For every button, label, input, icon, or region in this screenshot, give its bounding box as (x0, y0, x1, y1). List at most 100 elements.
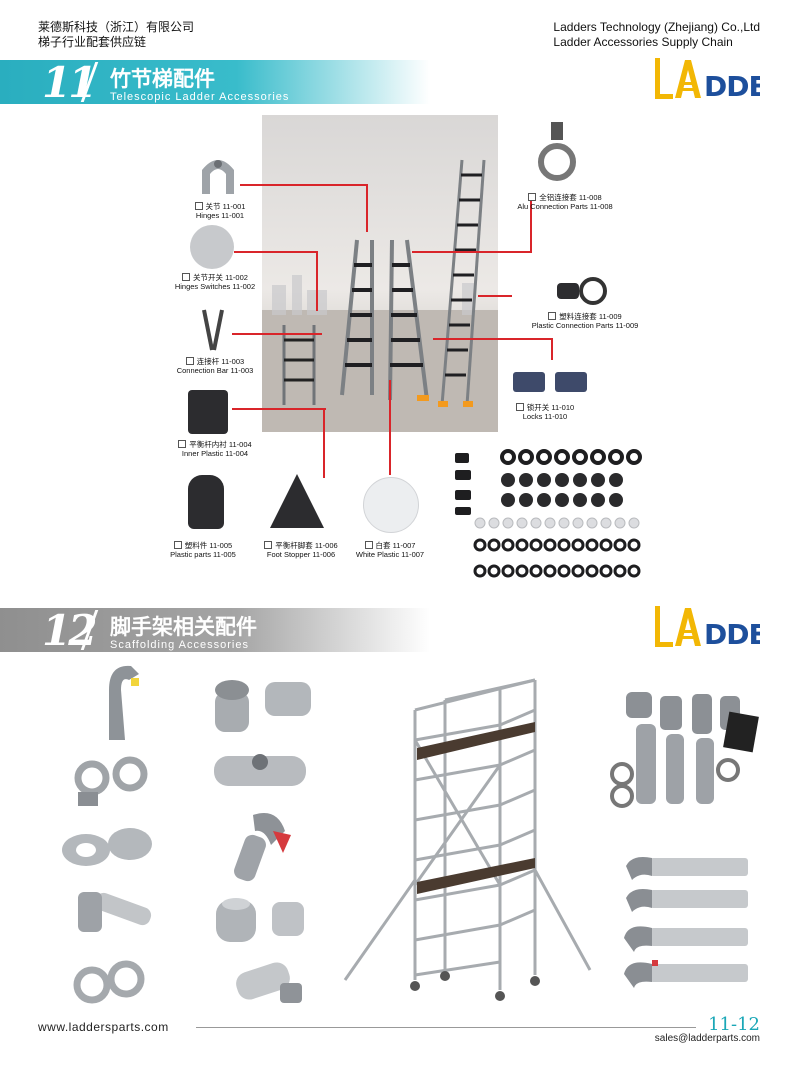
scaffold-parts-set-image (608, 684, 768, 814)
leader-line-11-003 (232, 333, 322, 335)
section-12-title-cn: 脚手架相关配件 (110, 616, 257, 639)
leader-line-11-010-v (551, 338, 553, 360)
caption-11-007-en: White Plastic 11-007 (355, 550, 425, 559)
checkbox-icon (264, 541, 273, 549)
checkbox-icon (182, 273, 191, 281)
company-name-en: Ladders Technology (Zhejiang) Co.,Ltd (553, 20, 760, 34)
leader-line-11-008-v (530, 200, 532, 253)
checkbox-icon (178, 440, 187, 448)
caption-11-006-cn: 平衡杆脚套 11-006 (275, 541, 338, 550)
ladders-logo: DDERS (655, 58, 800, 114)
caption-11-008-cn: 全铝连接套 11-008 (539, 193, 602, 202)
caption-11-007-cn: 白套 11-007 (375, 541, 416, 550)
hinge-switch-image (190, 225, 234, 269)
company-name-cn: 莱德斯科技（浙江）有限公司 (38, 20, 195, 34)
caption-11-005-cn: 塑料件 11-005 (184, 541, 233, 550)
scaffold-tower-image (335, 670, 595, 1010)
svg-text:DDERS: DDERS (704, 618, 760, 651)
foot-stopper-image (268, 472, 326, 532)
caption-11-008: 全铝连接套 11-008 Alu Connection Parts 11-008 (500, 193, 630, 211)
checkbox-icon (548, 312, 557, 320)
caption-11-003-cn: 连接杆 11-003 (196, 357, 245, 366)
parts-assortment-image (450, 445, 660, 590)
caption-11-001-en: Hinges 11-001 (195, 211, 245, 220)
caption-11-002: 关节开关 11-002 Hinges Switches 11-002 (150, 273, 280, 291)
caption-11-003-en: Connection Bar 11-003 (176, 366, 254, 375)
caption-11-010-en: Locks 11-010 (522, 412, 568, 421)
checkbox-icon (364, 541, 373, 549)
caption-11-002-cn: 关节开关 11-002 (193, 273, 248, 282)
scaffold-clamp-image (68, 752, 156, 810)
leader-line-11-008 (412, 251, 532, 253)
ladders-logo-2: DDERS (655, 606, 800, 662)
company-header-en: Ladders Technology (Zhejiang) Co.,Ltd La… (553, 20, 760, 50)
tagline-cn: 梯子行业配套供应链 (38, 35, 147, 49)
footer-website[interactable]: www.laddersparts.com (38, 1020, 169, 1034)
ladder-product-photo (262, 115, 498, 432)
checkbox-icon (515, 403, 524, 411)
ladders-logo-mark: DDERS (655, 58, 800, 103)
locks-image (511, 366, 591, 396)
scaffold-t-joint-image (205, 672, 315, 738)
alu-connection-image (537, 120, 577, 182)
plastic-connection-image (555, 275, 609, 307)
section-11-title-en: Telescopic Ladder Accessories (110, 91, 290, 103)
caption-11-005: 塑料件 11-005 Plastic parts 11-005 (148, 541, 258, 559)
company-header-cn: 莱德斯科技（浙江）有限公司 梯子行业配套供应链 (38, 20, 194, 50)
section-11-title-cn: 竹节梯配件 (110, 68, 215, 91)
caption-11-003: 连接杆 11-003 Connection Bar 11-003 (150, 357, 280, 375)
leader-line-11-006-v (323, 408, 325, 478)
connection-bar-image (198, 308, 228, 352)
inner-plastic-image (188, 390, 228, 434)
scaffold-double-clamp-image (70, 955, 150, 1009)
scaffold-straight-joint-image (210, 748, 310, 794)
hinge-image (196, 150, 240, 196)
section-12-banner: 12 脚手架相关配件 Scaffolding Accessories (0, 606, 430, 655)
plastic-parts-image (188, 475, 224, 529)
scaffold-hook-image (95, 660, 145, 742)
section-12-title-en: Scaffolding Accessories (110, 639, 249, 651)
caption-11-005-en: Plastic parts 11-005 (170, 550, 236, 559)
caption-11-004-cn: 平衡杆内衬 11-004 (189, 440, 252, 449)
caption-11-009-cn: 塑料连接套 11-009 (559, 312, 622, 321)
leader-line-11-001-v (366, 184, 368, 232)
footer-email[interactable]: sales@ladderparts.com (654, 1033, 760, 1044)
scaffold-red-lock-image (225, 805, 295, 883)
leader-line-11-004 (232, 408, 326, 410)
caption-11-004: 平衡杆内衬 11-004 Inner Plastic 11-004 (150, 440, 280, 458)
caption-11-006-en: Foot Stopper 11-006 (266, 550, 336, 559)
caption-11-007: 白套 11-007 White Plastic 11-007 (338, 541, 442, 559)
caption-11-010: 锁开关 11-010 Locks 11-010 (500, 403, 590, 421)
caption-11-010-cn: 锁开关 11-010 (526, 403, 575, 412)
caption-11-001-cn: 关节 11-001 (205, 202, 246, 211)
scaffold-tube-image (70, 882, 156, 944)
leader-line-11-002-v (316, 251, 318, 311)
scaffold-hook-tubes-image (622, 852, 750, 992)
section-11-banner: 11 竹节梯配件 Telescopic Ladder Accessories (0, 58, 430, 107)
scaffold-connector-image (210, 890, 310, 950)
caption-11-009-en: Plastic Connection Parts 11-009 (531, 321, 639, 330)
caption-11-006: 平衡杆脚套 11-006 Foot Stopper 11-006 (246, 541, 356, 559)
white-plastic-image (363, 477, 419, 533)
leader-line-11-009 (478, 295, 512, 297)
checkbox-icon (528, 193, 537, 201)
leader-line-11-007-v (389, 380, 391, 475)
checkbox-icon (173, 541, 182, 549)
svg-text:DDERS: DDERS (704, 70, 760, 103)
scaffold-base-tube-image (230, 955, 310, 1009)
caption-11-002-en: Hinges Switches 11-002 (174, 282, 256, 291)
caption-11-009: 塑料连接套 11-009 Plastic Connection Parts 11… (510, 312, 660, 330)
caption-11-008-en: Alu Connection Parts 11-008 (517, 202, 613, 211)
caption-11-004-en: Inner Plastic 11-004 (181, 449, 249, 458)
scaffold-coupler-image (58, 818, 158, 876)
leader-line-11-010 (433, 338, 553, 340)
leader-line-11-002 (234, 251, 318, 253)
checkbox-icon (185, 357, 194, 365)
page-number: 11-12 (708, 1014, 760, 1035)
caption-11-001: 关节 11-001 Hinges 11-001 (160, 202, 280, 220)
checkbox-icon (194, 202, 203, 210)
tagline-en: Ladder Accessories Supply Chain (553, 35, 733, 49)
footer-divider (196, 1027, 696, 1028)
leader-line-11-001 (240, 184, 368, 186)
ladders-logo-mark: DDERS (655, 606, 800, 651)
